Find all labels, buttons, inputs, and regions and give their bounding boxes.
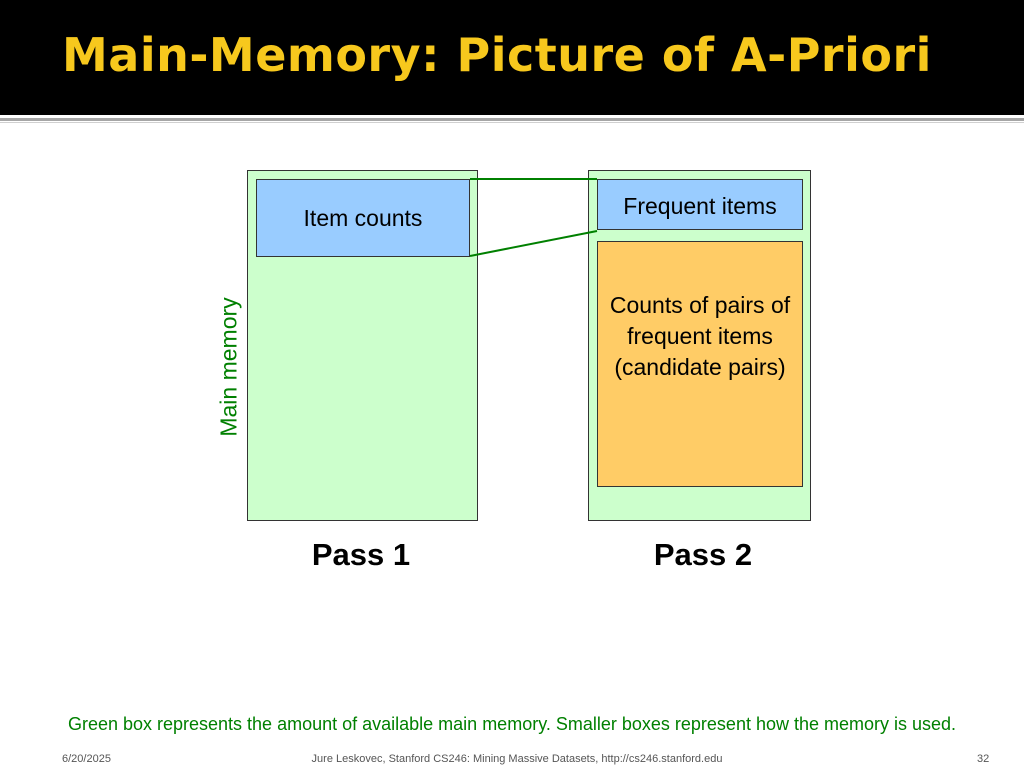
candidate-pairs-box: Counts of pairs of frequent items (candi… <box>597 241 803 487</box>
caption: Green box represents the amount of avail… <box>67 714 957 734</box>
page-number: 32 <box>977 753 990 765</box>
pass1-label: Pass 1 <box>311 537 411 572</box>
slide-title: Main-Memory: Picture of A-Priori <box>62 28 932 82</box>
connector-line-bottom <box>469 230 598 257</box>
item-counts-box: Item counts <box>256 179 470 257</box>
title-divider-light <box>0 122 1024 123</box>
item-counts-label: Item counts <box>303 205 423 231</box>
pass2-label: Pass 2 <box>653 537 753 572</box>
frequent-items-box: Frequent items <box>597 179 803 230</box>
footer-date: 6/20/2025 <box>62 753 111 765</box>
footer-credit: Jure Leskovec, Stanford CS246: Mining Ma… <box>311 753 723 765</box>
candidate-pairs-label: Counts of pairs of frequent items (candi… <box>609 292 791 380</box>
frequent-items-label: Frequent items <box>623 193 777 219</box>
title-divider <box>0 118 1024 121</box>
title-bar: Main-Memory: Picture of A-Priori <box>0 0 1024 115</box>
